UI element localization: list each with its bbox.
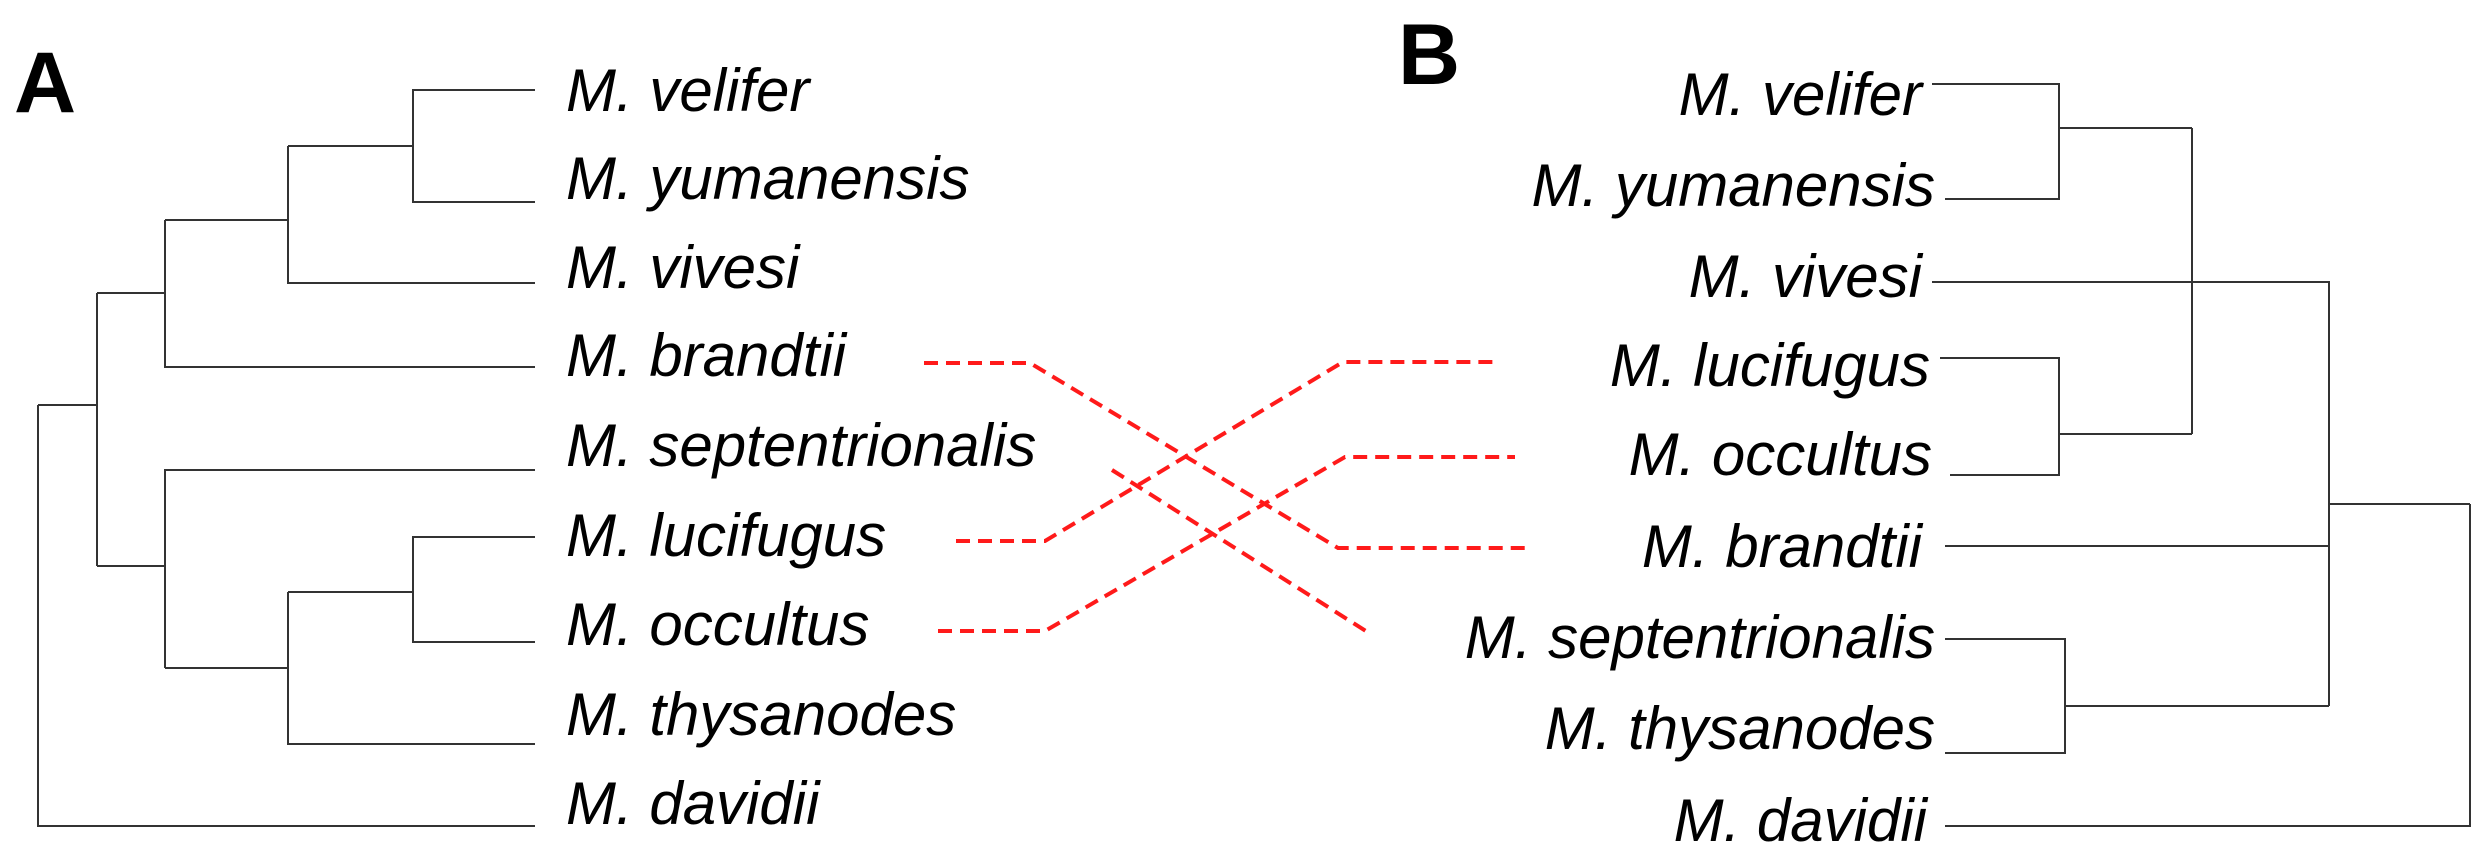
tree-b-branch bbox=[1932, 83, 2060, 200]
tree-a-taxon-label: M. septentrionalis bbox=[566, 412, 1036, 479]
tree-a-taxon-label: M. yumanensis bbox=[566, 145, 969, 212]
tree-b-branch bbox=[1945, 504, 2471, 827]
tree-a-branch bbox=[412, 536, 535, 643]
tree-a-taxon-label: M. vivesi bbox=[566, 234, 801, 301]
tree-b-taxon-label: M. velifer bbox=[1679, 61, 1924, 128]
tree-b-branch bbox=[1945, 545, 2330, 706]
tree-a-branch bbox=[287, 146, 535, 284]
tree-a bbox=[37, 89, 535, 827]
tree-b-taxon-label: M. davidii bbox=[1674, 787, 1929, 854]
tree-a-branch bbox=[164, 220, 535, 368]
panel-a-label: A bbox=[14, 35, 76, 131]
tree-a-branch bbox=[287, 592, 535, 745]
tree-b-taxon-label: M. brandtii bbox=[1642, 513, 1924, 580]
tree-a-taxon-label: M. lucifugus bbox=[566, 502, 886, 569]
tree-b-branch bbox=[1945, 638, 2066, 754]
tree-a-taxon-label: M. brandtii bbox=[566, 322, 848, 389]
tree-b-labels: M. velifer M. yumanensis M. vivesi M. lu… bbox=[1465, 61, 1935, 854]
panel-b-label: B bbox=[1398, 7, 1460, 103]
tree-a-branch bbox=[37, 405, 535, 827]
tree-b-branch bbox=[1940, 357, 2060, 476]
connector-lucifugus bbox=[956, 360, 1494, 543]
tree-b-taxon-label: M. septentrionalis bbox=[1465, 604, 1935, 671]
tree-a-taxon-label: M. velifer bbox=[566, 57, 811, 124]
tree-b-branch bbox=[1932, 281, 2330, 546]
tree-b-taxon-label: M. occultus bbox=[1629, 421, 1932, 488]
tree-b-taxon-label: M. thysanodes bbox=[1545, 695, 1935, 762]
connector-brandtii bbox=[924, 361, 1530, 550]
tree-b bbox=[1932, 83, 2471, 827]
tree-a-labels: M. velifer M. yumanensis M. vivesi M. br… bbox=[566, 57, 1036, 837]
tree-a-taxon-label: M. davidii bbox=[566, 770, 821, 837]
tree-a-branch bbox=[164, 469, 535, 668]
connectors bbox=[924, 360, 1530, 635]
tree-a-taxon-label: M. occultus bbox=[566, 591, 869, 658]
tree-b-taxon-label: M. yumanensis bbox=[1532, 152, 1935, 219]
tree-b-taxon-label: M. lucifugus bbox=[1610, 332, 1930, 399]
connector-occultus bbox=[938, 455, 1515, 633]
tree-a-branch bbox=[412, 89, 535, 203]
tree-a-taxon-label: M. thysanodes bbox=[566, 681, 956, 748]
connector-septentrionalis bbox=[1110, 468, 1371, 635]
tree-b-taxon-label: M. vivesi bbox=[1689, 243, 1924, 310]
